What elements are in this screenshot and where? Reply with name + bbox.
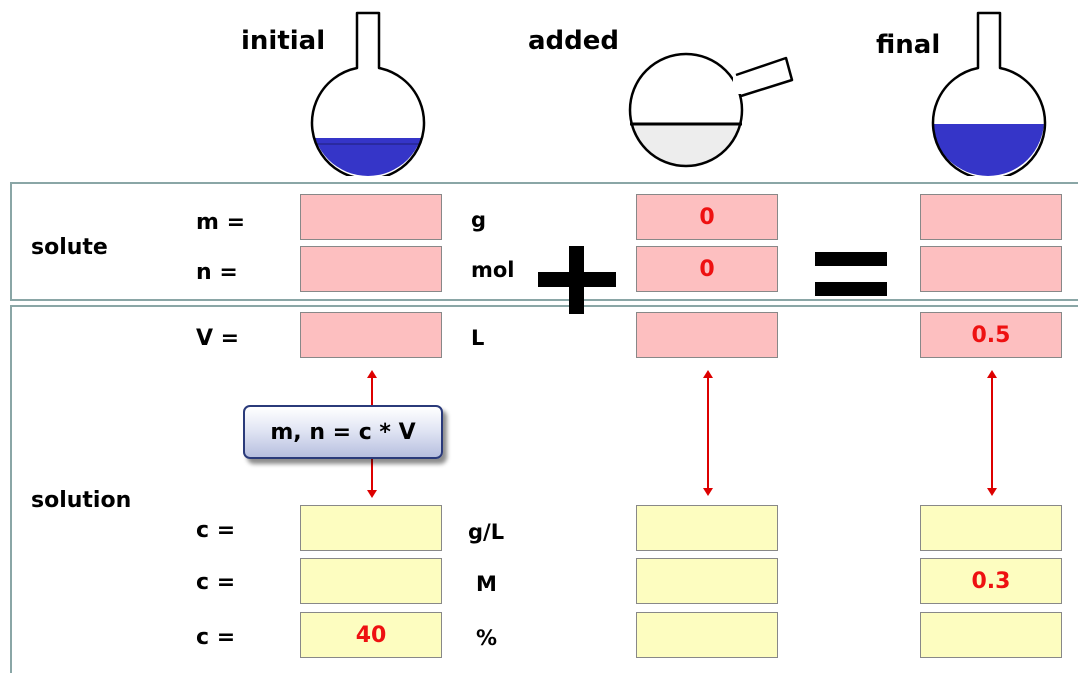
row-label-c-percent: c = xyxy=(196,625,236,650)
added-double-arrow-icon xyxy=(703,370,713,496)
final-c-mass-field[interactable] xyxy=(920,505,1062,551)
section-divider-2 xyxy=(10,305,1078,307)
unit-molar: M xyxy=(476,572,497,596)
initial-c-mass-field[interactable] xyxy=(300,505,442,551)
added-m-field[interactable]: 0 xyxy=(636,194,778,240)
header-added: added xyxy=(528,26,620,56)
final-c-percent-field[interactable] xyxy=(920,612,1062,658)
initial-flask-icon xyxy=(310,11,426,176)
solution-left-border xyxy=(10,305,12,673)
formula-button[interactable]: m, n = c * V xyxy=(243,405,443,459)
initial-c-molar-field[interactable] xyxy=(300,558,442,604)
section-solute: solute xyxy=(31,235,108,260)
unit-percent: % xyxy=(476,626,498,650)
equals-icon xyxy=(815,252,887,296)
added-flask-icon xyxy=(628,52,794,168)
initial-v-field[interactable] xyxy=(300,312,442,358)
unit-l: L xyxy=(471,326,485,350)
row-label-m: m = xyxy=(196,210,246,235)
plus-icon xyxy=(538,246,616,314)
top-divider xyxy=(10,182,1078,184)
added-c-percent-field[interactable] xyxy=(636,612,778,658)
final-n-field[interactable] xyxy=(920,246,1062,292)
final-v-field[interactable]: 0.5 xyxy=(920,312,1062,358)
header-final: final xyxy=(876,30,941,60)
added-c-molar-field[interactable] xyxy=(636,558,778,604)
final-flask-icon xyxy=(931,11,1047,176)
row-label-v: V = xyxy=(196,326,240,351)
unit-g-per-l: g/L xyxy=(468,520,505,544)
section-solution: solution xyxy=(31,488,132,513)
row-label-n: n = xyxy=(196,260,238,285)
section-divider xyxy=(10,299,1078,301)
added-v-field[interactable] xyxy=(636,312,778,358)
row-label-c-molar: c = xyxy=(196,570,236,595)
row-label-c-mass: c = xyxy=(196,518,236,543)
added-c-mass-field[interactable] xyxy=(636,505,778,551)
solute-left-border xyxy=(10,182,12,301)
added-n-field[interactable]: 0 xyxy=(636,246,778,292)
initial-c-percent-field[interactable]: 40 xyxy=(300,612,442,658)
initial-m-field[interactable] xyxy=(300,194,442,240)
final-c-molar-field[interactable]: 0.3 xyxy=(920,558,1062,604)
initial-n-field[interactable] xyxy=(300,246,442,292)
unit-mol: mol xyxy=(471,258,515,282)
final-m-field[interactable] xyxy=(920,194,1062,240)
header-initial: initial xyxy=(241,26,326,56)
unit-g: g xyxy=(471,208,487,232)
final-double-arrow-icon xyxy=(987,370,997,496)
